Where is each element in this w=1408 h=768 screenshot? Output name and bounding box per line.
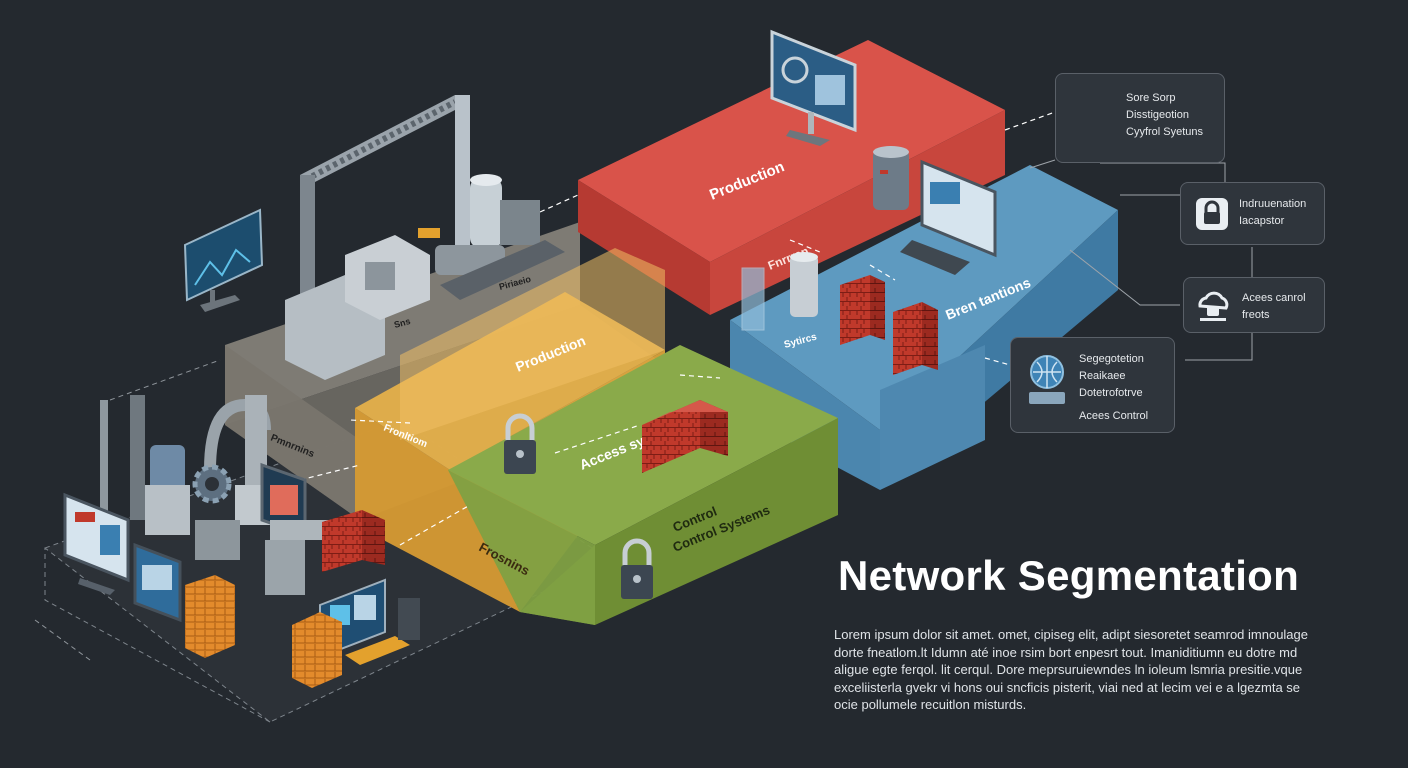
callout-segmentation: Segegotetion Reaikaee Dotetrofotrve Acee… <box>1010 337 1175 433</box>
body-line: ocie pollumele recuitlon misturds. <box>834 697 1027 712</box>
body-line: Lorem ipsum dolor sit amet. omet, cipise… <box>834 627 1308 642</box>
callout-line: Acees Control <box>1079 410 1149 422</box>
lock-icon-access <box>504 413 536 474</box>
connection-lines <box>299 111 1056 546</box>
callout-line: Dotetrofotrve <box>1079 387 1143 399</box>
callout-line: Reaikaee <box>1079 370 1126 382</box>
workstation-monitors-left <box>63 462 340 623</box>
zone-red <box>578 40 1005 315</box>
firewall-small-left <box>322 510 385 572</box>
body-paragraph: Lorem ipsum dolor sit amet. omet, cipise… <box>834 626 1374 714</box>
firewall-large <box>642 400 728 473</box>
callout-instrumentation: Indruuenation Iacapstor <box>1180 182 1325 245</box>
lock-icon <box>1195 197 1229 231</box>
monitor-right <box>900 159 997 275</box>
server-rack-orange <box>185 575 342 688</box>
callout-line: Acees canrol <box>1242 292 1306 304</box>
callout-line: Iacapstor <box>1239 215 1285 227</box>
monitor-top <box>770 29 857 146</box>
server-cylinder-top <box>873 146 909 210</box>
callout-line: freots <box>1242 309 1270 321</box>
firewall-tower-1 <box>840 275 885 345</box>
callout-control-systems: Sore Sorp Disstigeotion Cyyfrol Syetuns <box>1055 73 1225 163</box>
lock-icon-control <box>621 538 653 599</box>
callout-access-control: Acees canrol freots <box>1183 277 1325 333</box>
gear-icon <box>192 464 232 504</box>
server-cylinder-mid <box>741 252 818 331</box>
body-line: exceliisterla gvekr vi hons oui sncficis… <box>834 679 1301 695</box>
firewall-tower-2 <box>893 302 938 375</box>
machine-label: Sns <box>393 316 412 330</box>
gantry-machine <box>285 95 565 380</box>
callout-line: Disstigeotion <box>1126 109 1189 121</box>
callout-line: Segegotetion <box>1079 353 1144 365</box>
callout-line: Sore Sorp <box>1126 92 1176 104</box>
cloud-lock-icon <box>1194 286 1232 324</box>
body-line: dorte fneatlom.lt Idumn até inoe rsim bo… <box>834 644 1298 660</box>
page-title: Network Segmentation <box>838 552 1300 599</box>
callout-line: Cyyfrol Syetuns <box>1126 126 1204 138</box>
callout-line: Indruuenation <box>1239 198 1307 210</box>
body-line: aligue egte ferqol. lit cerqul. Dore mep… <box>834 662 1303 677</box>
wall-monitor-left <box>183 208 264 312</box>
globe-terminal-icon <box>1023 350 1071 410</box>
workstation-bottom <box>319 578 420 665</box>
